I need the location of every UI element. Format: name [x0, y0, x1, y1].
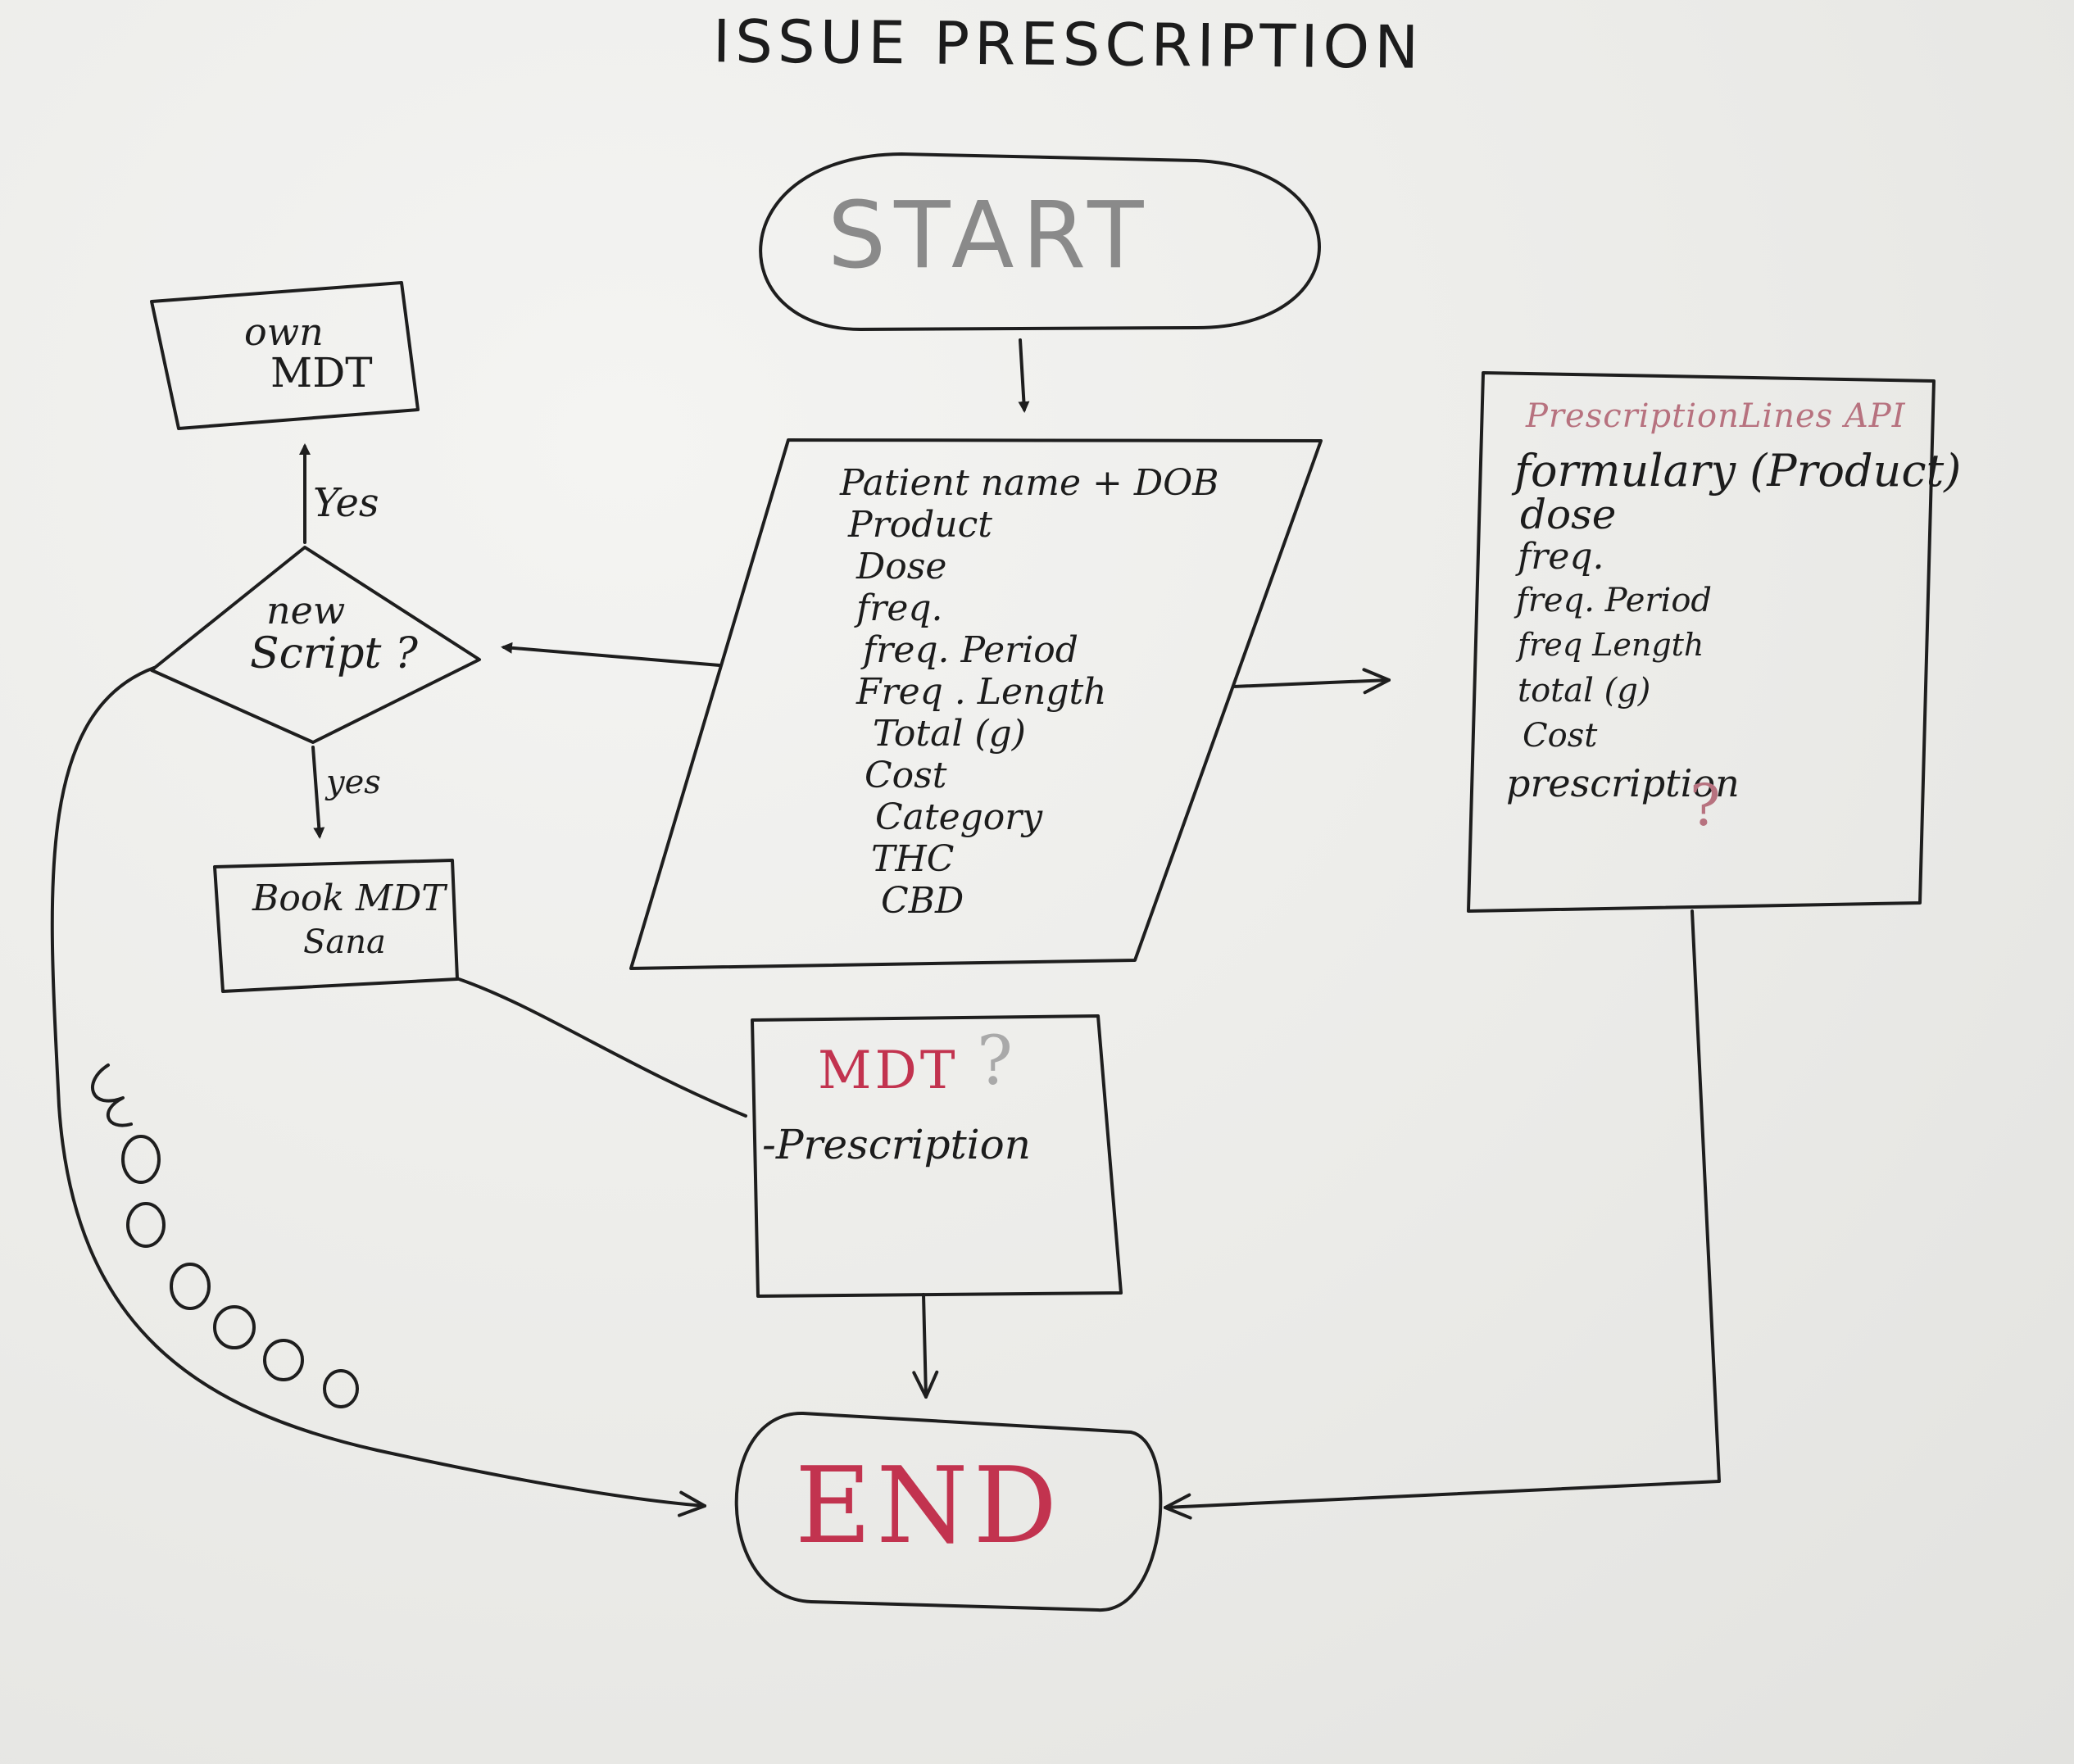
end-label: END [795, 1445, 1063, 1567]
input-field-item: Dose [856, 546, 947, 587]
page-title: ISSUE PRESCRIPTION [712, 7, 1424, 82]
api-field-item: freq Length [1518, 627, 1704, 663]
api-field-item: freq. [1518, 536, 1604, 578]
arrow-start-to-input [1018, 338, 1030, 413]
input-field-item: CBD [881, 880, 964, 922]
input-field-item: freq. [856, 587, 943, 629]
input-field-item: THC [871, 838, 955, 880]
input-field-item: Patient name + DOB [840, 462, 1219, 504]
mdt-document-box [751, 1014, 1123, 1298]
api-document-box [1467, 371, 1936, 913]
arrow-api-to-end [1164, 909, 1721, 1520]
arrow-mdt-to-end [912, 1293, 939, 1399]
line-book-mdt-to-mdt [457, 977, 747, 1118]
api-field-item: total (g) [1518, 672, 1651, 710]
mdt-question-mark: ? [977, 1023, 1013, 1100]
own-mdt-box [150, 281, 420, 430]
input-field-item: Product [848, 504, 992, 546]
api-question-mark: ? [1690, 772, 1721, 839]
input-field-item: Total (g) [873, 713, 1026, 755]
book-mdt-line-1: Book MDT [252, 877, 446, 919]
book-mdt-line-2: Sana [303, 923, 386, 961]
input-field-item: freq. Period [863, 629, 1078, 671]
own-mdt-line-2: MDT [270, 349, 373, 397]
decision-line-2: Script ? [250, 629, 418, 678]
end-terminator [734, 1411, 1163, 1612]
mdt-prescription-line: -Prescription [762, 1121, 1031, 1168]
yes-up-label: Yes [313, 480, 379, 526]
input-field-item: Freq . Length [856, 671, 1107, 713]
input-parallelogram [629, 438, 1323, 970]
arrow-decision-to-end [50, 666, 706, 1517]
api-field-item: freq. Period [1516, 582, 1713, 619]
start-label: START [828, 183, 1152, 289]
arrow-input-to-api [1232, 668, 1391, 695]
api-field-item: prescription [1506, 761, 1740, 805]
mdt-heading: MDT [818, 1041, 959, 1101]
arrow-decision-to-book-mdt [311, 746, 325, 839]
api-field-item: Cost [1523, 717, 1598, 755]
api-field-item: formulary (Product) [1514, 445, 1962, 497]
yes-down-label: yes [326, 764, 381, 801]
own-mdt-line-1: own [244, 310, 324, 354]
input-field-item: Cost [865, 755, 947, 796]
input-field-item: Category [875, 796, 1043, 838]
new-script-decision [150, 546, 481, 744]
api-field-item: dose [1520, 491, 1617, 538]
api-heading: PrescriptionLines API [1526, 397, 1906, 435]
decorative-loops [91, 1063, 359, 1408]
arrow-input-to-decision [501, 642, 721, 667]
decision-line-1: new [266, 588, 346, 633]
start-terminator [759, 152, 1321, 331]
